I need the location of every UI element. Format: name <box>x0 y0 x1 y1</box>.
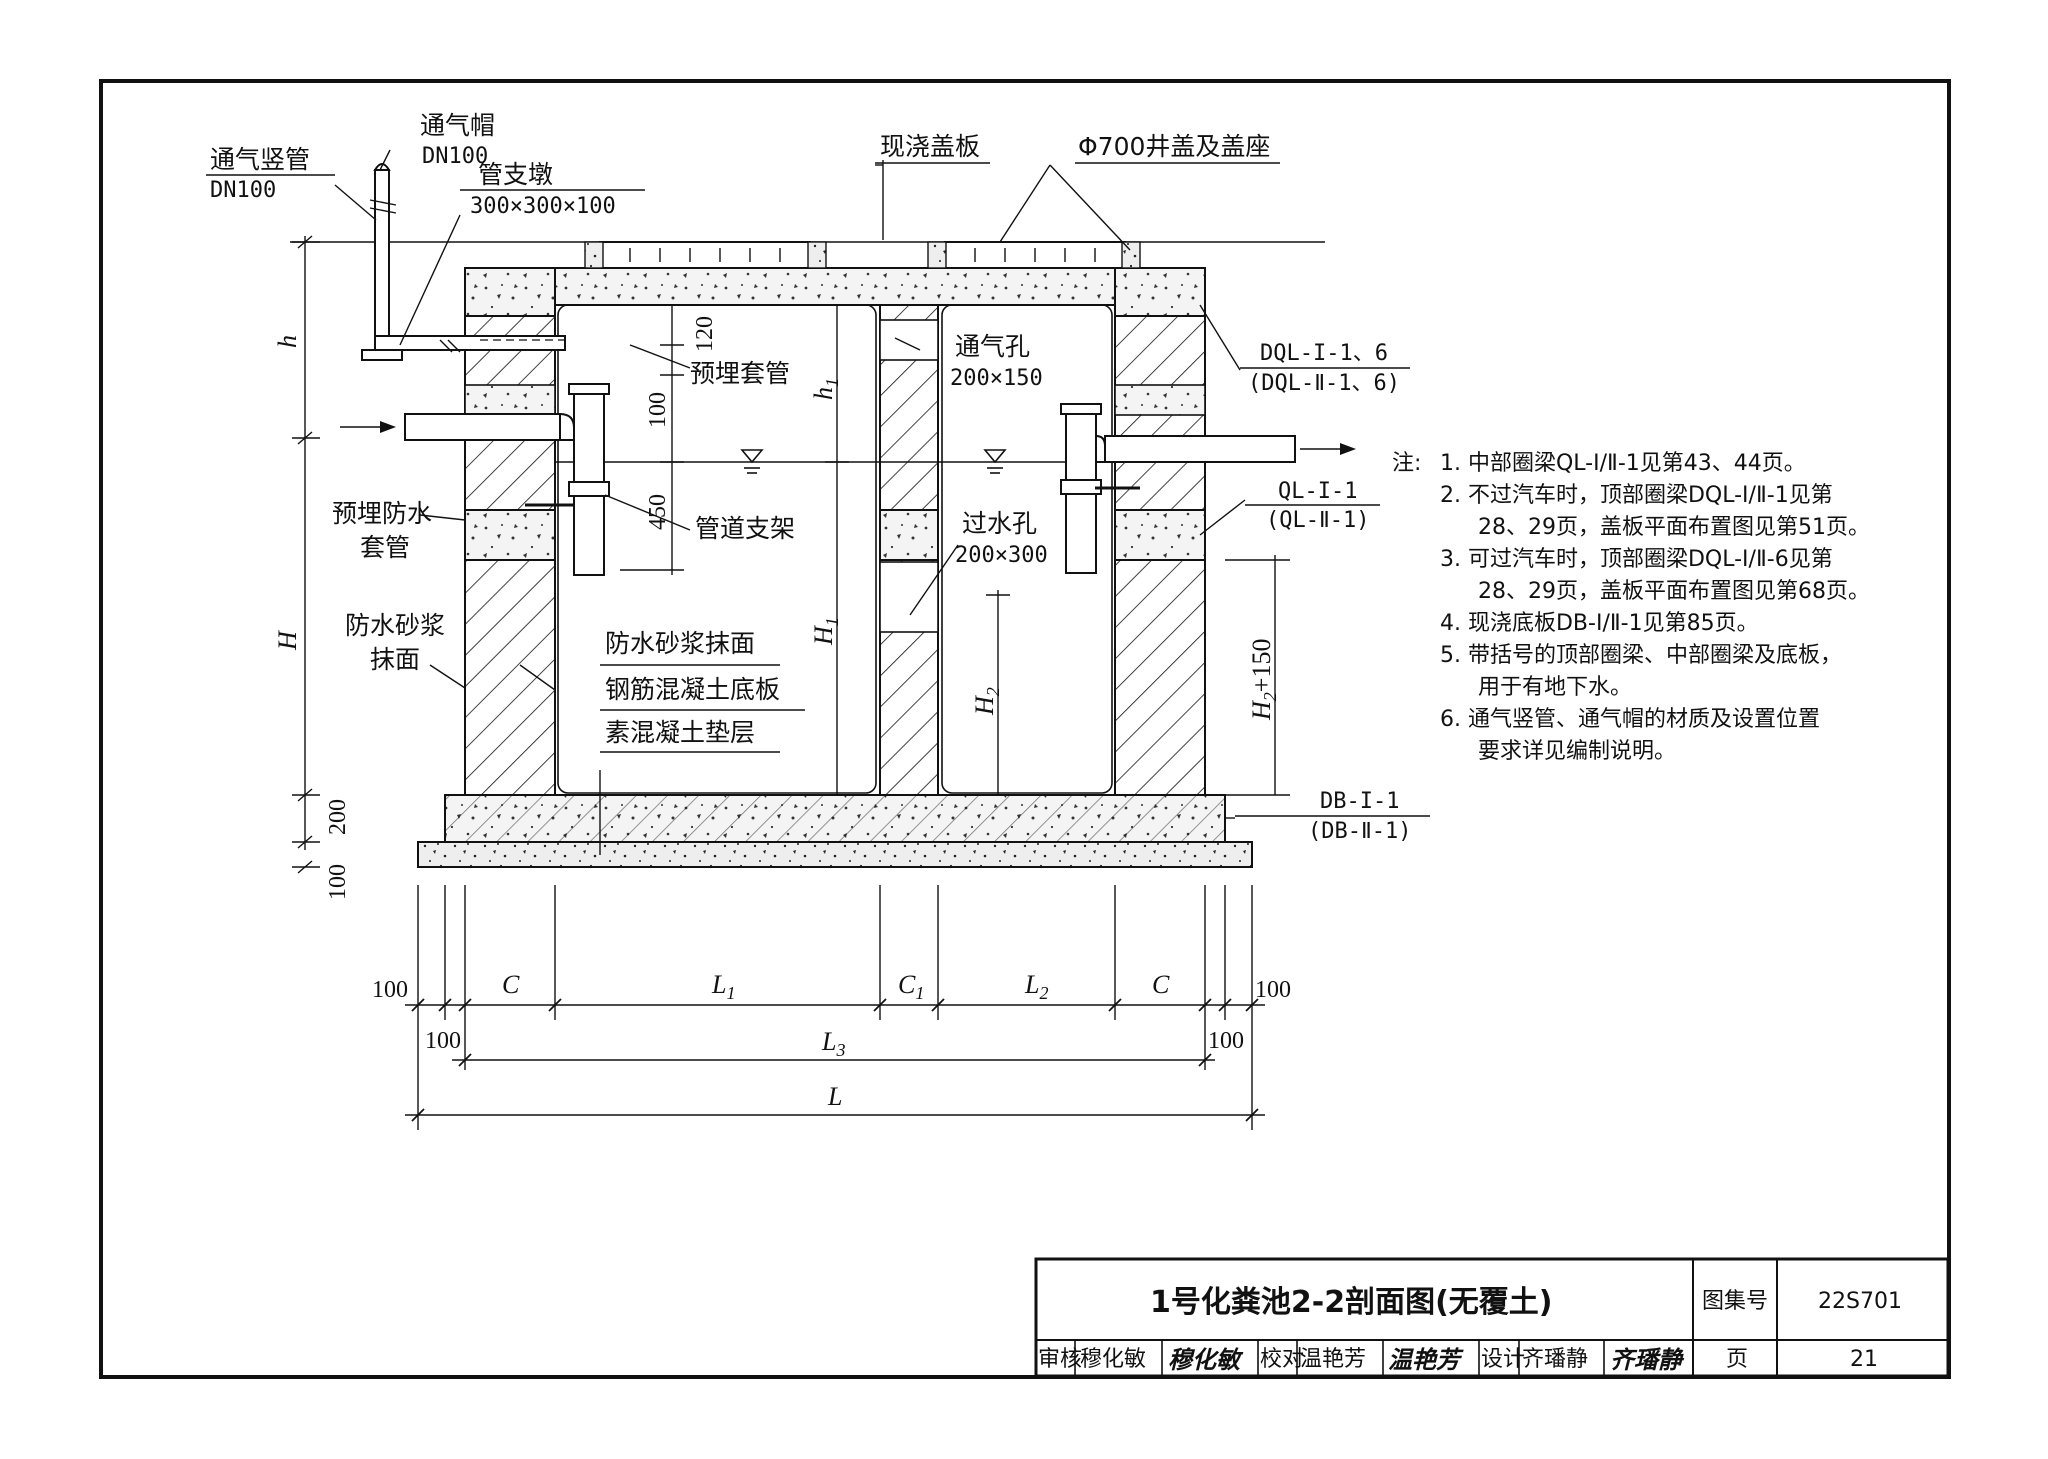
mid-beam-alt: (QL-Ⅱ-1) <box>1266 508 1370 533</box>
plain-concrete-cushion <box>417 841 1253 868</box>
dim-H2: H2 <box>970 687 1003 716</box>
note-line: 用于有地下水。 <box>1478 675 1632 700</box>
vent-hole <box>879 319 939 361</box>
inlet-pipe <box>404 383 610 576</box>
design-signature: 齐璠静 <box>1610 1345 1685 1374</box>
dim-L1: L1 <box>711 970 735 1003</box>
dim-120: 120 <box>692 316 718 352</box>
dim-L2: L2 <box>1024 970 1048 1003</box>
check-signature: 温艳芳 <box>1388 1345 1464 1374</box>
waterproof-sleeve-label-2: 套管 <box>360 533 410 562</box>
pipe-pier-label: 管支墩 <box>478 160 553 189</box>
mid-beam-label: QL-I-1 <box>1278 479 1357 504</box>
vent-riser-size: DN100 <box>210 178 276 203</box>
note-line: 2. 不过汽车时，顶部圈梁DQL-I/Ⅱ-1见第 <box>1440 483 1833 508</box>
embedded-sleeve-label: 预埋套管 <box>690 359 790 388</box>
dim-100-bottom: 100 <box>325 864 351 900</box>
base-slab-label: DB-I-1 <box>1320 789 1399 814</box>
dim-C-left: C <box>502 970 520 999</box>
top-beam-label: DQL-I-1、6 <box>1260 341 1388 366</box>
dim-h: h <box>273 335 302 348</box>
drawing-title: 1号化粪池2-2剖面图(无覆土) <box>1150 1285 1553 1320</box>
dim-L: L <box>827 1082 842 1111</box>
dim-L3: L3 <box>821 1027 845 1060</box>
dim-H1: H1 <box>809 617 842 646</box>
dim-inner-100-right: 100 <box>1208 1028 1244 1054</box>
check-name: 温艳芳 <box>1300 1347 1366 1372</box>
rc-base-slab-label: 钢筋混凝土底板 <box>605 675 780 704</box>
top-ring-beam-right <box>1114 267 1206 317</box>
notes-block: 注: 1. 中部圈梁QL-I/Ⅱ-1见第43、44页。 2. 不过汽车时，顶部圈… <box>1392 451 1870 764</box>
note-line: 1. 中部圈梁QL-I/Ⅱ-1见第43、44页。 <box>1440 451 1806 476</box>
vent-hole-size: 200×150 <box>950 366 1043 391</box>
pipe-support-label: 管道支架 <box>695 514 795 543</box>
dim-100: 100 <box>645 392 671 428</box>
mortar-left-label-2: 抹面 <box>370 645 420 674</box>
dim-H2-plus-150: H2+150 <box>1247 639 1280 721</box>
vent-cap-size: DN100 <box>422 144 488 169</box>
waterproof-sleeve-label-1: 预埋防水 <box>332 499 432 528</box>
dim-bottom-100-left: 100 <box>372 977 408 1003</box>
title-block: 1号化粪池2-2剖面图(无覆土) 图集号 22S701 审核 穆化敏 穆化敏 校… <box>1034 1257 1950 1378</box>
mid-ring-beam-right <box>1114 509 1206 561</box>
manhole-cover-label: Φ700井盖及盖座 <box>1078 132 1270 161</box>
dim-bottom-100-right: 100 <box>1255 977 1291 1003</box>
design-name: 齐璠静 <box>1522 1347 1588 1372</box>
dim-h1: h1 <box>809 378 842 400</box>
mortar-left-label-1: 防水砂浆 <box>345 611 445 640</box>
atlas-number: 22S701 <box>1818 1289 1902 1314</box>
review-signature: 穆化敏 <box>1168 1345 1244 1374</box>
page-label: 页 <box>1726 1347 1748 1372</box>
note-line: 28、29页，盖板平面布置图见第68页。 <box>1478 579 1870 604</box>
mortar-plaster-label: 防水砂浆抹面 <box>605 629 755 658</box>
note-line: 28、29页，盖板平面布置图见第51页。 <box>1478 515 1870 540</box>
cast-cover-label: 现浇盖板 <box>880 132 980 161</box>
note-line: 5. 带括号的顶部圈梁、中部圈梁及底板， <box>1440 643 1842 668</box>
vent-hole-label: 通气孔 <box>955 332 1030 361</box>
base-slab-alt: (DB-Ⅱ-1) <box>1308 819 1412 844</box>
pipe-pier-size: 300×300×100 <box>470 194 616 219</box>
top-ring-beam-left <box>464 267 556 317</box>
mid-ring-beam-partition <box>879 509 939 561</box>
note-line: 4. 现浇底板DB-I/Ⅱ-1见第85页。 <box>1440 611 1759 636</box>
dim-C1: C1 <box>898 970 924 1003</box>
water-level-icon <box>740 449 1007 474</box>
transfer-hole-size: 200×300 <box>955 543 1048 568</box>
transfer-hole-label: 过水孔 <box>962 509 1037 538</box>
dim-inner-100-left: 100 <box>425 1028 461 1054</box>
vent-riser-label: 通气竖管 <box>210 145 310 174</box>
outlet-pipe <box>1060 403 1296 574</box>
design-label: 设计 <box>1481 1347 1525 1372</box>
atlas-label: 图集号 <box>1702 1289 1768 1314</box>
cover-slab <box>554 267 1116 306</box>
vent-riser <box>361 163 566 361</box>
page-number: 21 <box>1850 1347 1878 1372</box>
dim-450: 450 <box>645 494 671 530</box>
top-beam-alt: (DQL-Ⅱ-1、6) <box>1248 371 1400 396</box>
notes-head: 注: <box>1392 451 1421 476</box>
note-line: 6. 通气竖管、通气帽的材质及设置位置 <box>1440 707 1820 732</box>
plain-cushion-label: 素混凝土垫层 <box>605 718 755 747</box>
mid-ring-beam-left <box>464 509 556 561</box>
drawing-frame <box>99 79 1951 1379</box>
vent-cap-label: 通气帽 <box>420 111 495 140</box>
check-label: 校对 <box>1260 1347 1304 1372</box>
dim-C-right: C <box>1152 970 1170 999</box>
dim-H: H <box>273 630 302 651</box>
transfer-hole <box>879 561 939 633</box>
review-name: 穆化敏 <box>1080 1347 1146 1372</box>
manhole-left <box>599 241 811 269</box>
note-line: 3. 可过汽车时，顶部圈梁DQL-I/Ⅱ-6见第 <box>1440 547 1833 572</box>
dim-200: 200 <box>325 799 351 835</box>
review-label: 审核 <box>1038 1347 1082 1372</box>
note-line: 要求详见编制说明。 <box>1478 739 1676 764</box>
